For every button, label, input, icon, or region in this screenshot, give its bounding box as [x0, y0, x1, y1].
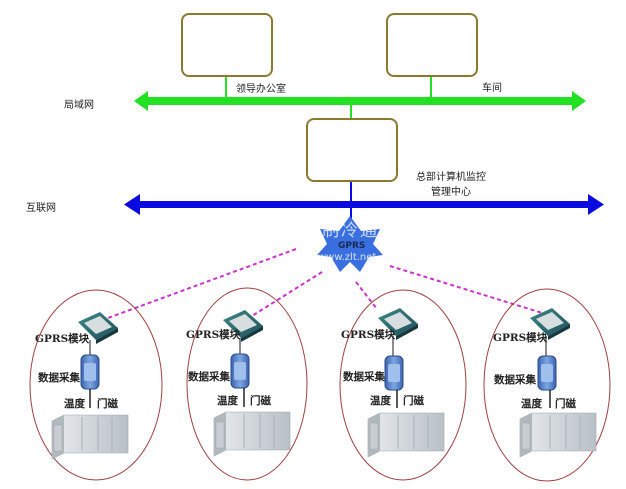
leader-office-computer-frame: [181, 13, 273, 77]
hq-center-label-line2: 管理中心: [431, 187, 471, 198]
cold-storage-container-icon: [519, 412, 597, 458]
wireless-link-site-4: [389, 265, 553, 317]
data-collector-icon: [537, 355, 557, 391]
site-4-temp-label: 温度: [521, 398, 542, 410]
cold-storage-container-icon: [367, 412, 445, 458]
site-ellipse-4: [483, 288, 611, 482]
gprs-hub-star: [317, 216, 383, 272]
site-2-temp-label: 温度: [217, 395, 238, 407]
site-ellipse-1: [29, 289, 163, 481]
workshop-computer-frame: [386, 13, 478, 77]
watermark-url: www.zlt.net: [318, 252, 377, 263]
site-devices-1: [51, 312, 129, 460]
site-4-collector-label: 数据采集: [494, 374, 536, 386]
lan-bus: [134, 91, 586, 111]
internet-label: 互联网: [26, 203, 56, 214]
lan-label: 局域网: [64, 100, 94, 111]
internet-bus: [124, 194, 604, 215]
site-1-temp-label: 温度: [64, 398, 85, 410]
cold-storage-container-icon: [213, 411, 291, 457]
site-2-collector-label: 数据采集: [188, 371, 230, 383]
data-collector-icon: [230, 353, 250, 389]
hq-center-label-line1: 总部计算机监控: [416, 172, 486, 183]
cold-storage-container-icon: [51, 414, 129, 460]
site-devices-2: [213, 310, 291, 457]
site-3-door-label: 门磁: [403, 395, 424, 407]
site-2-gprs-label: GPRS模块: [186, 329, 241, 341]
leader-office-label: 领导办公室: [236, 84, 286, 95]
wireless-link-site-2: [251, 271, 323, 317]
site-1-door-label: 门磁: [97, 398, 118, 410]
site-4-gprs-label: GPRS模块: [493, 332, 548, 344]
site-devices-4: [519, 308, 597, 458]
hq-computer-frame: [306, 118, 398, 182]
gprs-hub-label: GPRS: [338, 241, 366, 251]
watermark-text: 制冷通: [322, 221, 379, 241]
site-3-collector-label: 数据采集: [343, 371, 385, 383]
site-1-collector-label: 数据采集: [38, 372, 80, 384]
site-2-door-label: 门磁: [250, 395, 271, 407]
hq-center-label: 总部计算机监控 管理中心: [410, 168, 492, 198]
wireless-link-site-1: [107, 248, 297, 319]
site-ellipse-3: [339, 289, 467, 481]
site-3-temp-label: 温度: [370, 395, 391, 407]
data-collector-icon: [80, 354, 100, 390]
site-ellipse-2: [186, 287, 308, 481]
site-devices-3: [367, 308, 445, 458]
workshop-label: 车间: [482, 83, 502, 94]
site-4-door-label: 门磁: [555, 398, 576, 410]
wireless-link-site-3: [355, 281, 378, 310]
data-collector-icon: [384, 355, 404, 391]
site-3-gprs-label: GPRS模块: [341, 329, 396, 341]
site-1-gprs-label: GPRS模块: [35, 333, 90, 345]
